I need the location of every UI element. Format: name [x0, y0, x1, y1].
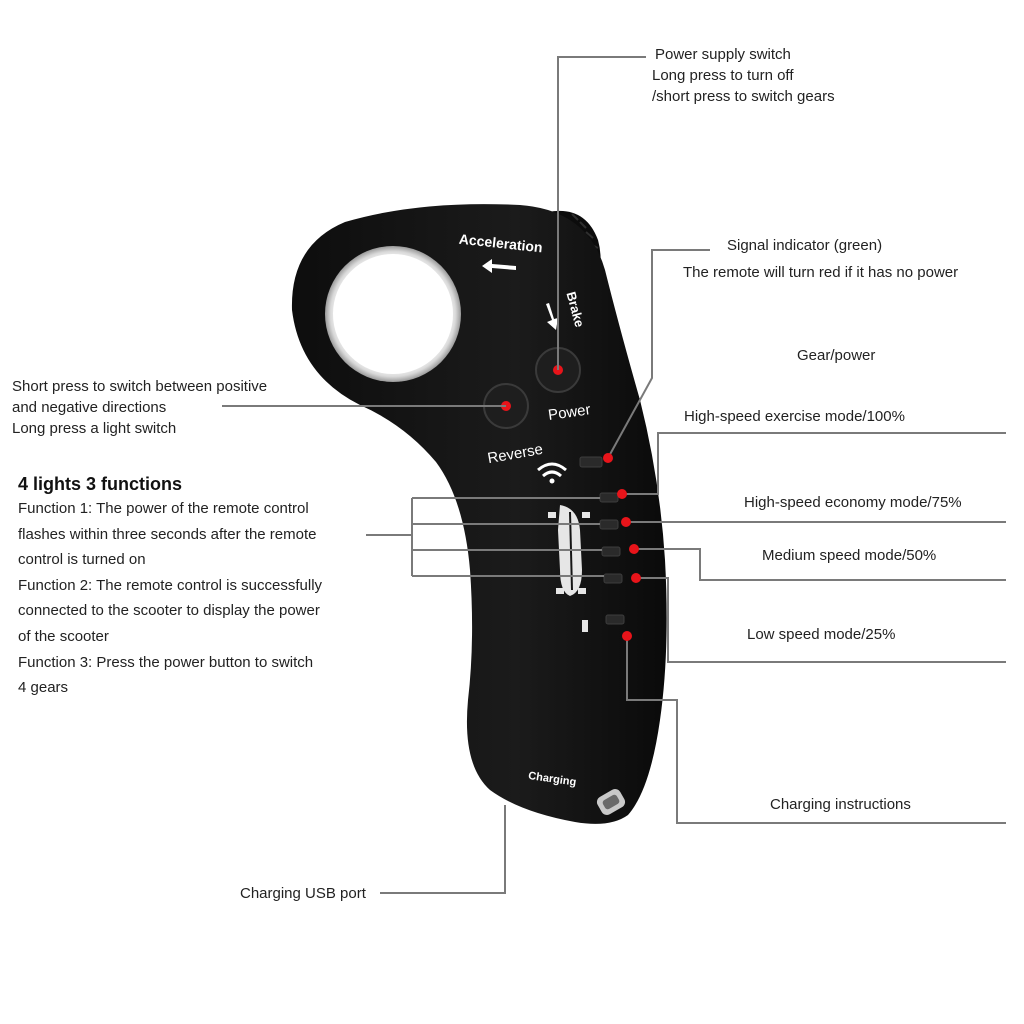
power-switch-line: /short press to switch gears — [652, 88, 835, 105]
leader-lines — [222, 56, 1006, 894]
signal-line: Signal indicator (green) — [727, 237, 883, 254]
usb-port-label: Charging USB port — [240, 885, 366, 902]
gear-25-dot — [631, 573, 641, 583]
function-line: connected to the scooter to display the … — [18, 602, 320, 620]
power-switch-label: Power supply switch Long press to turn o… — [652, 44, 835, 107]
function-line: flashes within three seconds after the r… — [18, 525, 317, 543]
acceleration-arrow — [482, 259, 516, 273]
leader-power — [557, 56, 646, 370]
high-economy-label: High-speed economy mode/75% — [744, 494, 962, 511]
small-marker — [582, 620, 588, 632]
power-switch-line: Power supply switch — [655, 46, 791, 63]
functions-title: 4 lights 3 functions — [18, 474, 183, 494]
high-exercise-label: High-speed exercise mode/100% — [684, 408, 905, 425]
leader-usb — [380, 805, 506, 894]
leader-high-exercise — [622, 432, 1006, 495]
leader-signal — [607, 249, 710, 459]
function-line: of the scooter — [18, 627, 109, 645]
functions-list: Function 1: The power of the remote cont… — [18, 496, 322, 701]
wifi-icon — [537, 462, 567, 484]
gear-50-dot — [629, 544, 639, 554]
reverse-switch-line: Long press a light switch — [12, 420, 177, 437]
gear-75-dot — [621, 517, 631, 527]
charging-dot — [622, 631, 632, 641]
usb-port-icon — [596, 789, 626, 815]
indicator-slots — [579, 456, 625, 625]
reverse-switch-line: Short press to switch between positive — [12, 378, 268, 395]
indicator-dots — [603, 453, 641, 641]
function-line: Function 3: Press the power button to sw… — [18, 653, 314, 671]
leader-charging — [626, 636, 1006, 824]
function-line: 4 gears — [18, 679, 69, 697]
medium-speed-label: Medium speed mode/50% — [762, 547, 937, 564]
gear-100-dot — [617, 489, 627, 499]
leader-medium — [634, 548, 1006, 581]
reverse-switch-line: and negative directions — [12, 399, 167, 416]
charging-instructions-label: Charging instructions — [770, 796, 911, 813]
gear-power-label: Gear/power — [797, 347, 876, 364]
signal-dot — [603, 453, 613, 463]
signal-power-label: The remote will turn red if it has no po… — [683, 264, 959, 281]
function-line: Function 1: The power of the remote cont… — [18, 500, 309, 517]
brake-arrow — [546, 303, 558, 330]
leader-low — [636, 577, 1006, 663]
power-switch-line: Long press to turn off — [652, 67, 794, 84]
reverse-switch-label: Short press to switch between positive a… — [12, 376, 267, 439]
signal-indicator-label: Signal indicator (green) — [727, 235, 882, 256]
low-speed-label: Low speed mode/25% — [747, 626, 896, 643]
power-label: Power — [547, 401, 591, 424]
function-line: control is turned on — [18, 551, 146, 569]
function-line: Function 2: The remote control is succes… — [18, 576, 323, 594]
